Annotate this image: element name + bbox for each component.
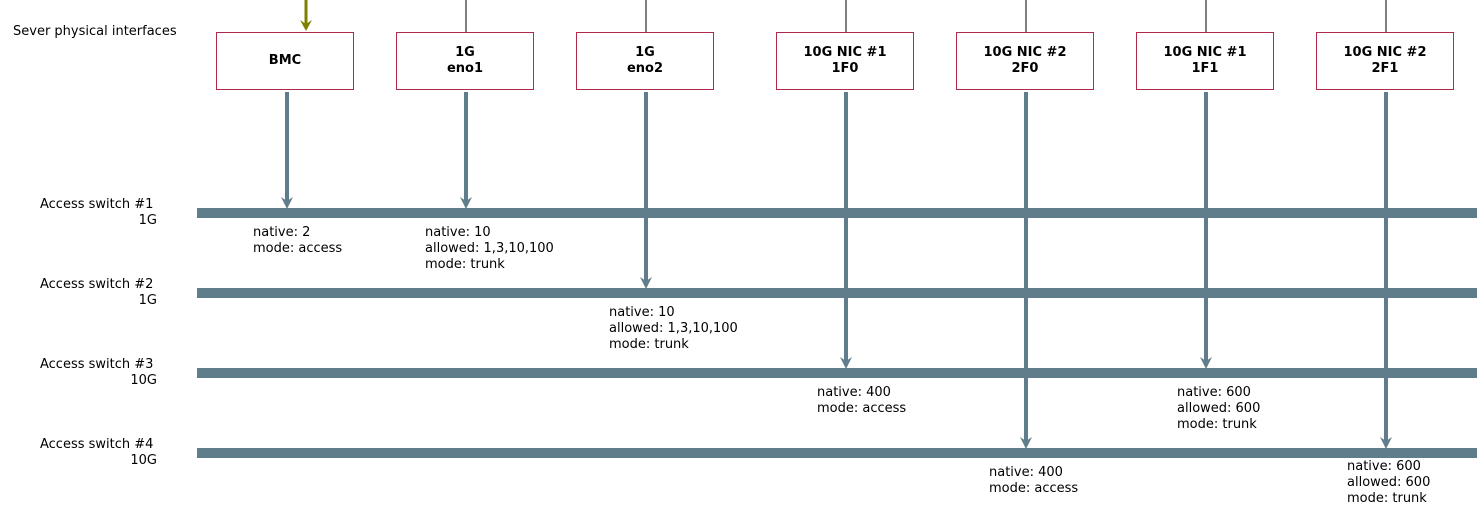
config-line: mode: trunk	[609, 337, 689, 352]
interface-line2: 2F1	[1371, 61, 1399, 76]
switch-bus-3	[197, 368, 1477, 378]
port-config-eno1: native: 10 allowed: 1,3,10,100 mode: tru…	[425, 225, 554, 273]
port-config-1f0: native: 400 mode: access	[817, 385, 906, 417]
config-line: mode: trunk	[1177, 417, 1257, 432]
config-line: mode: access	[253, 241, 343, 256]
interface-line1: 1G	[635, 45, 655, 60]
config-line: allowed: 1,3,10,100	[425, 241, 554, 256]
interface-box-2f1: 10G NIC #2 2F1	[1316, 32, 1454, 90]
switch-bus-2	[197, 288, 1477, 298]
config-line: native: 10	[609, 305, 675, 320]
interface-line1: 10G NIC #2	[983, 45, 1067, 60]
config-line: native: 600	[1177, 385, 1251, 400]
interface-line1: 10G NIC #1	[803, 45, 887, 60]
config-line: allowed: 1,3,10,100	[609, 321, 738, 336]
interface-box-eno2: 1G eno2	[576, 32, 714, 90]
interface-box-1f1: 10G NIC #1 1F1	[1136, 32, 1274, 90]
interface-line2: eno1	[446, 61, 484, 76]
switch-name: Access switch #3	[40, 357, 154, 372]
switch-name: Access switch #1	[40, 197, 154, 212]
diagram-title: Sever physical interfaces	[13, 24, 177, 39]
arrow-1f1-to-switch3	[1200, 92, 1212, 369]
interface-box-bmc: BMC	[216, 32, 354, 90]
port-config-2f1: native: 600 allowed: 600 mode: trunk	[1347, 459, 1430, 507]
switch-speed: 1G	[138, 293, 157, 308]
switch-label-3: Access switch #3 10G	[40, 357, 157, 389]
interface-line2: 2F0	[1011, 61, 1039, 76]
config-line: native: 400	[817, 385, 891, 400]
config-line: allowed: 600	[1177, 401, 1261, 416]
switch-label-1: Access switch #1 1G	[40, 197, 157, 229]
port-config-eno2: native: 10 allowed: 1,3,10,100 mode: tru…	[609, 305, 738, 353]
config-line: mode: trunk	[425, 257, 505, 272]
interface-line2: 1F1	[1191, 61, 1219, 76]
switch-bus-1	[197, 208, 1477, 218]
arrow-2f1-to-switch4	[1380, 92, 1392, 449]
switch-speed: 10G	[130, 373, 157, 388]
arrow-2f0-to-switch4	[1020, 92, 1032, 449]
config-line: allowed: 600	[1347, 475, 1431, 490]
bmc-input-arrow	[300, 0, 312, 31]
interface-box-2f0: 10G NIC #2 2F0	[956, 32, 1094, 90]
switch-label-4: Access switch #4 10G	[40, 437, 157, 469]
interface-box-eno1: 1G eno1	[396, 32, 534, 90]
interface-line2: eno2	[626, 61, 664, 76]
arrow-1f0-to-switch3	[840, 92, 852, 369]
config-line: mode: access	[817, 401, 907, 416]
interface-line1: 10G NIC #1	[1163, 45, 1247, 60]
arrow-bmc-to-switch1	[281, 92, 293, 209]
switch-name: Access switch #4	[40, 437, 154, 452]
config-line: native: 10	[425, 225, 491, 240]
interface-line1: 10G NIC #2	[1343, 45, 1427, 60]
port-config-2f0: native: 400 mode: access	[989, 465, 1078, 497]
config-line: native: 2	[253, 225, 311, 240]
interface-line1: BMC	[268, 53, 302, 68]
config-line: native: 600	[1347, 459, 1421, 474]
switch-bus-4	[197, 448, 1477, 458]
arrow-eno1-to-switch1	[460, 92, 472, 209]
interface-line2: 1F0	[831, 61, 859, 76]
switch-name: Access switch #2	[40, 277, 154, 292]
switch-speed: 1G	[138, 213, 157, 228]
config-line: mode: access	[989, 481, 1079, 496]
port-config-bmc: native: 2 mode: access	[253, 225, 342, 257]
interface-line1: 1G	[455, 45, 475, 60]
port-config-1f1: native: 600 allowed: 600 mode: trunk	[1177, 385, 1260, 433]
switch-label-2: Access switch #2 1G	[40, 277, 157, 309]
config-line: mode: trunk	[1347, 491, 1427, 506]
interface-box-1f0: 10G NIC #1 1F0	[776, 32, 914, 90]
arrow-eno2-to-switch2	[640, 92, 652, 289]
config-line: native: 400	[989, 465, 1063, 480]
switch-speed: 10G	[130, 453, 157, 468]
